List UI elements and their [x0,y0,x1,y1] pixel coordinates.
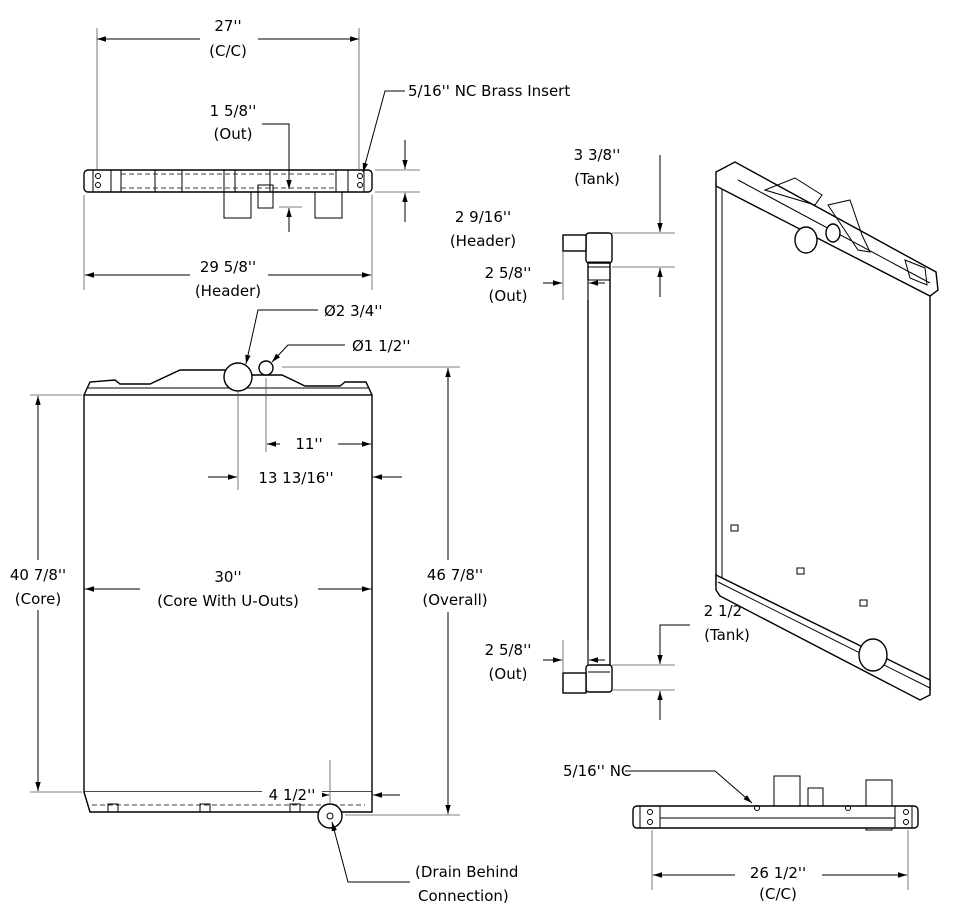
dim-13-13-16: 13 13/16'' [258,469,333,487]
drain-note-line1: (Drain Behind [415,863,518,881]
bottom-header-body [632,805,919,829]
dim-bottom-tank-note: (Tank) [704,626,750,644]
brass-insert-label: 5/16'' NC Brass Insert [408,82,570,100]
dim-core-width: 30'' [214,568,241,586]
dim-bottom-out: 2 5/8'' [485,641,532,659]
dim-top-tank: 3 3/8'' [574,146,621,164]
dim-bottom-cc-note: (C/C) [759,885,797,903]
bottom-insert-label: 5/16'' NC [563,762,631,780]
dim-core-width-note: (Core With U-Outs) [157,592,299,610]
top-view: 27'' (C/C) 5/16'' NC Brass Insert 1 5/8'… [83,17,570,300]
side-bottom-tank [585,664,613,693]
dim-top-tank-note: (Tank) [574,170,620,188]
outlet-pipe-top [223,191,252,219]
dim-outlet-offset-note: (Out) [214,125,253,143]
dim-outlet-offset: 1 5/8'' [210,102,257,120]
dim-top-out-note: (Out) [489,287,528,305]
dim-bottom-out-note: (Out) [489,665,528,683]
side-view: 3 3/8'' (Tank) 2 5/8'' (Out) 2 1/2'' (Ta… [485,146,750,720]
dim-core-height-note: (Core) [15,590,61,608]
dim-header-width: 29 5/8'' [200,258,256,276]
dim-small-diameter: Ø1 1/2'' [352,337,411,355]
dim-11: 11'' [295,435,322,453]
dim-27-cc-note: (C/C) [209,42,247,60]
core [83,394,373,793]
small-connection [258,360,274,376]
bottom-view: 5/16'' NC 26 1/2'' (C/C) [563,762,919,903]
inlet-connection [223,362,253,392]
side-core [587,259,611,671]
dim-overall-height-note: (Overall) [422,591,487,609]
dim-top-out: 2 5/8'' [485,264,532,282]
drain-connection [317,803,343,829]
iso-outlet [858,638,888,672]
dim-header-height-note: (Header) [450,232,516,250]
dim-inlet-diameter: Ø2 3/4'' [324,302,383,320]
dim-drain-offset: 4 1/2'' [269,786,316,804]
dim-overall-height: 46 7/8'' [427,566,483,584]
dim-bottom-cc: 26 1/2'' [750,864,806,882]
dim-27-cc: 27'' [214,17,241,35]
top-header-body [83,169,373,193]
drain-note-line2: Connection) [418,887,509,905]
iso-inlet [794,226,818,254]
isometric-view [715,161,939,701]
front-view: Ø2 3/4'' Ø1 1/2'' 11'' 13 13/16'' 40 7/8… [10,302,519,905]
dim-core-height: 40 7/8'' [10,566,66,584]
dim-header-width-note: (Header) [195,282,261,300]
dim-header-height: 2 9/16'' [455,208,511,226]
side-top-tank [585,232,613,264]
